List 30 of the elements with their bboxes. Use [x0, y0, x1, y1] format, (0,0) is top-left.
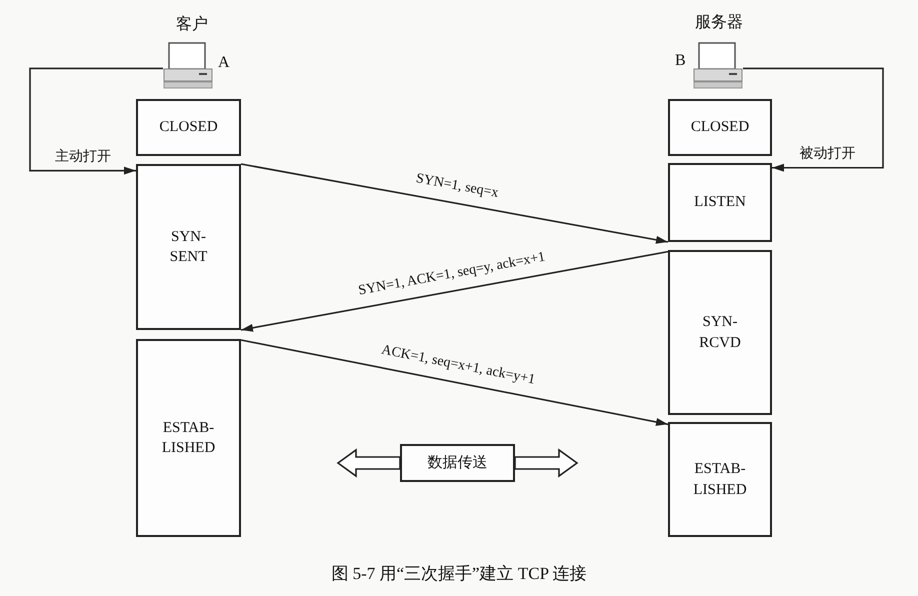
state-name: CLOSED	[159, 118, 218, 138]
state-name: SYN-RCVD	[699, 313, 741, 352]
state-name: ESTAB-LISHED	[162, 418, 216, 458]
double-arrow	[514, 448, 578, 478]
state-box	[668, 250, 772, 415]
state-box	[668, 163, 772, 242]
arrow	[240, 339, 668, 426]
state-box	[136, 339, 241, 537]
state-box	[136, 164, 241, 330]
state-name: SYN-SENT	[170, 228, 208, 267]
host-label: 客户	[176, 14, 208, 35]
state-box	[668, 99, 772, 156]
host-letter: B	[675, 52, 686, 70]
figure-caption: 图 5-7 用“三次握手”建立 TCP 连接	[330, 563, 588, 585]
computer-drawing	[163, 42, 213, 90]
state-name: LISTEN	[694, 193, 746, 212]
state-box	[668, 422, 772, 537]
computer-drawing	[693, 42, 743, 90]
state-name: CLOSED	[690, 118, 750, 138]
state-box	[136, 99, 241, 156]
host-letter: A	[218, 54, 230, 72]
state-box	[400, 444, 515, 482]
state-name: ESTAB-LISHED	[693, 460, 747, 500]
host-label: 服务器	[695, 13, 743, 33]
state-name: 数据传送	[428, 454, 488, 473]
arrow	[240, 250, 668, 332]
arrow	[29, 68, 163, 175]
arrow	[240, 163, 668, 244]
arrow	[743, 68, 884, 172]
double-arrow	[336, 448, 401, 478]
